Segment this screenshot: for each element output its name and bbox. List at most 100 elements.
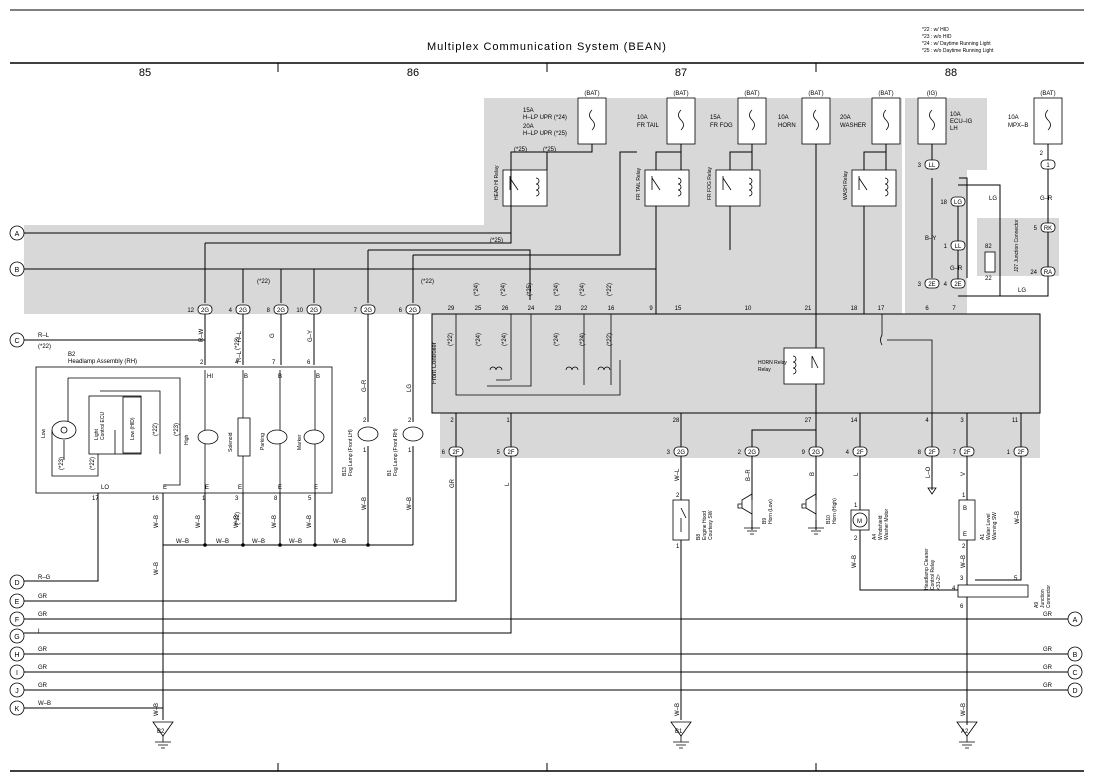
svg-text:5: 5 — [497, 450, 501, 456]
ref-c: C — [1072, 670, 1077, 677]
wire-label: B — [810, 472, 816, 476]
svg-text:12: 12 — [187, 308, 194, 314]
svg-text:GR: GR — [1043, 612, 1053, 618]
svg-text:RA: RA — [1044, 270, 1052, 276]
svg-text:2: 2 — [450, 418, 454, 424]
wire-label: G–Y — [308, 330, 314, 342]
wire-label: W–B — [307, 515, 313, 528]
svg-text:High: High — [184, 434, 190, 445]
svg-text:11: 11 — [1012, 418, 1019, 424]
svg-text:E: E — [238, 485, 242, 491]
wire-label: L — [854, 472, 860, 476]
svg-text:2: 2 — [854, 536, 858, 542]
svg-text:G–R: G–R — [1040, 196, 1053, 202]
svg-text:A9: A9 — [1034, 602, 1040, 608]
svg-text:3: 3 — [918, 282, 922, 288]
svg-text:B1: B1 — [387, 470, 393, 476]
svg-text:GR: GR — [1043, 647, 1053, 653]
svg-text:82: 82 — [985, 244, 992, 250]
section-number: 87 — [675, 67, 687, 79]
svg-text:15A: 15A — [710, 115, 721, 121]
svg-text:GR: GR — [38, 683, 48, 689]
svg-text:Horn (Low): Horn (Low) — [768, 499, 774, 524]
svg-text:GR: GR — [38, 594, 48, 600]
svg-text:(*24): (*24) — [501, 283, 507, 296]
svg-text:26: 26 — [502, 306, 509, 312]
headlamp-assembly-id: B2 — [68, 352, 76, 358]
wiring-fc-bottom — [24, 384, 1022, 725]
svg-text:(*22): (*22) — [421, 279, 434, 285]
svg-text:FR FOG: FR FOG — [710, 123, 733, 129]
svg-text:Water Level: Water Level — [986, 514, 992, 541]
svg-text:R–G: R–G — [38, 575, 51, 581]
svg-text:1: 1 — [944, 244, 948, 250]
svg-text:2E: 2E — [928, 282, 935, 288]
svg-text:6: 6 — [925, 306, 929, 312]
svg-text:1: 1 — [408, 448, 412, 454]
svg-text:W–B: W–B — [216, 539, 229, 545]
svg-text:W–B: W–B — [38, 701, 51, 707]
wire-label: R–L — [237, 350, 243, 362]
svg-text:(*24): (*24) — [580, 333, 586, 346]
horn-low: B9 Horn (Low) — [737, 493, 774, 535]
svg-text:1: 1 — [506, 418, 510, 424]
fog-lamps: B13 Fog Lamp (Front LH) B1 Fog Lamp (Fro… — [342, 418, 424, 476]
fuse-source: (BAT) — [744, 91, 759, 97]
svg-text:A4: A4 — [872, 534, 878, 540]
svg-text:10: 10 — [745, 306, 752, 312]
svg-text:Relay: Relay — [758, 367, 771, 373]
svg-text:1: 1 — [962, 493, 966, 499]
svg-text:GR: GR — [1043, 665, 1053, 671]
svg-text:GR: GR — [38, 665, 48, 671]
wire-label: W–B — [154, 562, 160, 575]
legend-line: *23 : w/o HID — [922, 34, 952, 40]
svg-text:8: 8 — [274, 496, 278, 502]
svg-text:22: 22 — [581, 306, 588, 312]
svg-text:24: 24 — [1030, 270, 1037, 276]
svg-text:(*24): (*24) — [474, 283, 480, 296]
ground-label: A2 — [961, 729, 969, 735]
svg-text:GR: GR — [38, 612, 48, 618]
fr-tail-relay: FR TAIL Relay — [636, 167, 690, 207]
svg-text:HI: HI — [207, 374, 213, 380]
svg-text:18: 18 — [851, 306, 858, 312]
fuse-source: (BAT) — [878, 91, 893, 97]
wire-label: W–B — [272, 515, 278, 528]
svg-text:MPX–B: MPX–B — [1008, 123, 1028, 129]
svg-text:15: 15 — [675, 306, 682, 312]
relay-label: HEAD HI Relay — [494, 165, 500, 200]
ref-d: D — [14, 580, 19, 587]
svg-text:(*24): (*24) — [476, 333, 482, 346]
svg-text:2F: 2F — [452, 450, 459, 456]
fuse-source: (BAT) — [1040, 91, 1055, 97]
svg-text:W–B: W–B — [289, 539, 302, 545]
relay-label: FR FOG Relay — [707, 166, 713, 200]
wire-label: W–B — [1015, 511, 1021, 524]
svg-text:21: 21 — [805, 306, 812, 312]
fr-fog-relay: FR FOG Relay — [707, 166, 761, 207]
wire-label: GR — [450, 478, 456, 488]
svg-text:Horn (High): Horn (High) — [832, 498, 838, 524]
svg-text:16: 16 — [608, 306, 615, 312]
fuse-source: (BAT) — [673, 91, 688, 97]
svg-text:(*24): (*24) — [502, 333, 508, 346]
svg-text:Junction: Junction — [1040, 589, 1046, 608]
svg-text:B9: B9 — [762, 518, 768, 524]
svg-text:20A: 20A — [840, 115, 851, 121]
svg-text:E: E — [163, 485, 167, 491]
svg-text:2: 2 — [738, 450, 742, 456]
svg-text:3: 3 — [918, 163, 922, 169]
svg-text:2F: 2F — [963, 450, 970, 456]
svg-text:(*23): (*23) — [59, 457, 65, 470]
svg-text:Light: Light — [94, 429, 100, 440]
svg-text:27: 27 — [805, 418, 812, 424]
svg-text:LL: LL — [955, 244, 962, 250]
relay-label: HORN Relay — [758, 360, 787, 366]
svg-text:8: 8 — [918, 450, 922, 456]
ref-d: D — [1072, 688, 1077, 695]
svg-text:Washer Motor: Washer Motor — [884, 508, 890, 540]
svg-text:B13: B13 — [342, 467, 348, 476]
